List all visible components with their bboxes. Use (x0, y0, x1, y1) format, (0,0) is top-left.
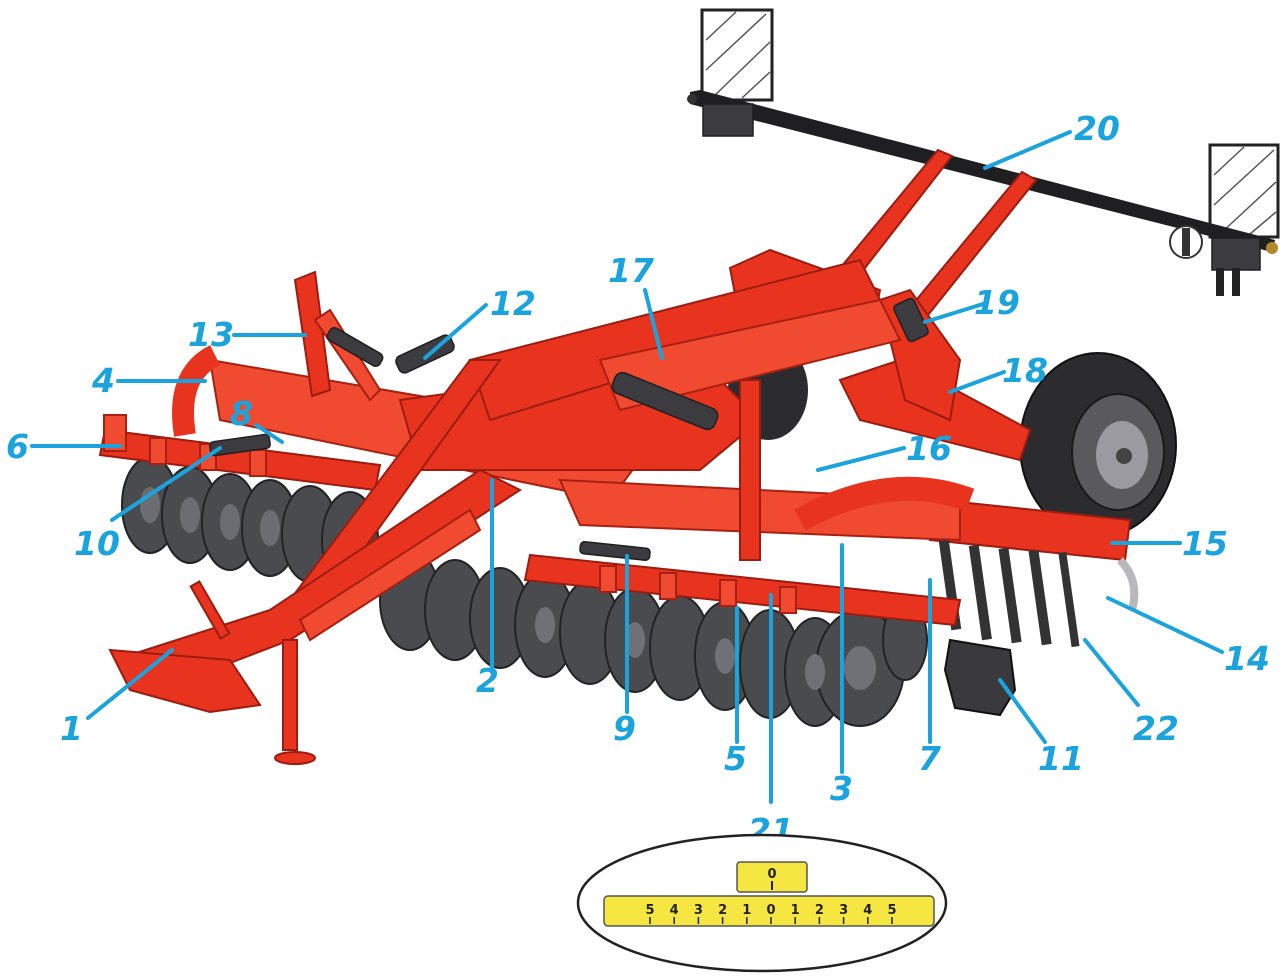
callout-3: 3 (830, 769, 853, 808)
headstock (293, 270, 384, 402)
marker-bar (687, 8, 1280, 296)
front-disc-gang (379, 549, 928, 727)
scale-tick-label: 1 (791, 903, 800, 918)
scale-tick-label: 3 (694, 903, 703, 918)
leader-lines (30, 130, 1224, 804)
scale-tick-label: 5 (887, 903, 896, 918)
main-frame (172, 258, 975, 612)
callout-12: 12 (490, 284, 536, 323)
rear-roller (928, 498, 1139, 717)
callout-9: 9 (613, 709, 636, 748)
callout-labels: 1 2 3 4 5 6 7 8 9 10 11 12 13 14 15 16 1… (6, 109, 1270, 850)
scale-tick-label: 1 (742, 903, 751, 918)
callout-4: 4 (91, 361, 115, 400)
callout-7: 7 (918, 739, 941, 778)
scale-tick-label: 2 (815, 903, 824, 918)
callout-22: 22 (1133, 709, 1179, 748)
scale-bar (603, 895, 935, 927)
scale-tick-label: 3 (839, 903, 848, 918)
callout-1: 1 (60, 709, 83, 748)
callout-20: 20 (1074, 109, 1120, 148)
callout-13: 13 (188, 315, 234, 354)
callout-6: 6 (6, 427, 29, 466)
callout-16: 16 (906, 429, 952, 468)
callout-19: 19 (974, 283, 1020, 322)
callout-11: 11 (1038, 739, 1084, 778)
scale-pointer-label: 0 (767, 867, 776, 882)
callout-2: 2 (476, 661, 499, 700)
callout-10: 10 (74, 524, 120, 563)
callout-18: 18 (1002, 351, 1048, 390)
scale-tick-label: 4 (863, 903, 872, 918)
scale-tick-label: 5 (645, 903, 654, 918)
scale-tick-label: 2 (718, 903, 727, 918)
callout-8: 8 (230, 394, 253, 433)
callout-15: 15 (1182, 524, 1228, 563)
drawbar (108, 468, 523, 765)
callout-17: 17 (608, 251, 654, 290)
callout-14: 14 (1224, 639, 1270, 678)
scale-pointer (736, 861, 808, 893)
callout-5: 5 (724, 739, 747, 778)
scale-tick-label: 0 (766, 903, 775, 918)
scale-tick-label: 4 (670, 903, 679, 918)
